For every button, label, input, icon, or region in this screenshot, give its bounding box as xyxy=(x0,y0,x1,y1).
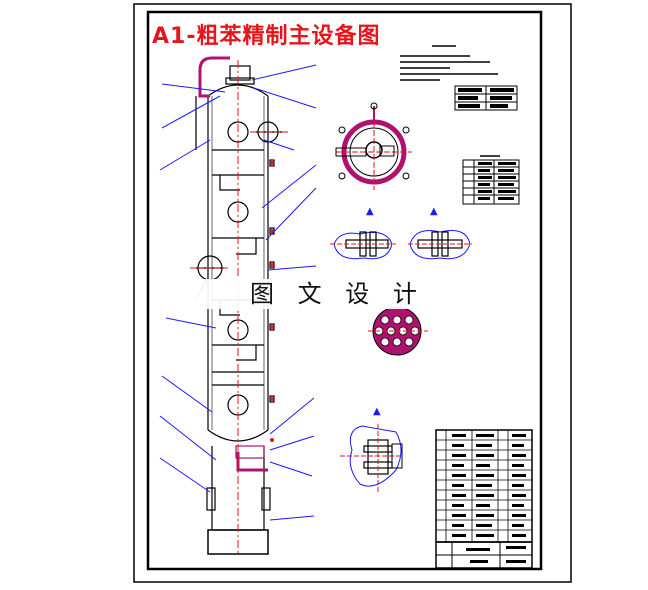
spec-table xyxy=(454,85,518,111)
leader-lines xyxy=(159,64,317,521)
detail-nozzle-bottom: ▲ xyxy=(340,406,403,492)
drawing-title: A1-粗苯精制主设备图 xyxy=(152,24,381,49)
detail-flange-right: ▲ xyxy=(408,206,472,260)
tech-notes xyxy=(400,45,498,81)
watermark-text: 图 文 设 计 xyxy=(190,279,417,309)
top-section-view xyxy=(335,102,412,190)
outer-border xyxy=(133,3,572,583)
parts-list-table xyxy=(435,429,533,543)
title-block xyxy=(435,541,533,569)
detail-flange-left: ▲ xyxy=(330,206,396,260)
inner-border xyxy=(146,10,543,571)
detail-tube-sheet xyxy=(368,306,428,356)
column-vessel xyxy=(195,56,282,555)
svg-text:▲: ▲ xyxy=(430,206,438,217)
svg-text:▲: ▲ xyxy=(366,206,374,217)
svg-text:▲: ▲ xyxy=(373,406,381,417)
nozzle-table xyxy=(462,155,520,205)
